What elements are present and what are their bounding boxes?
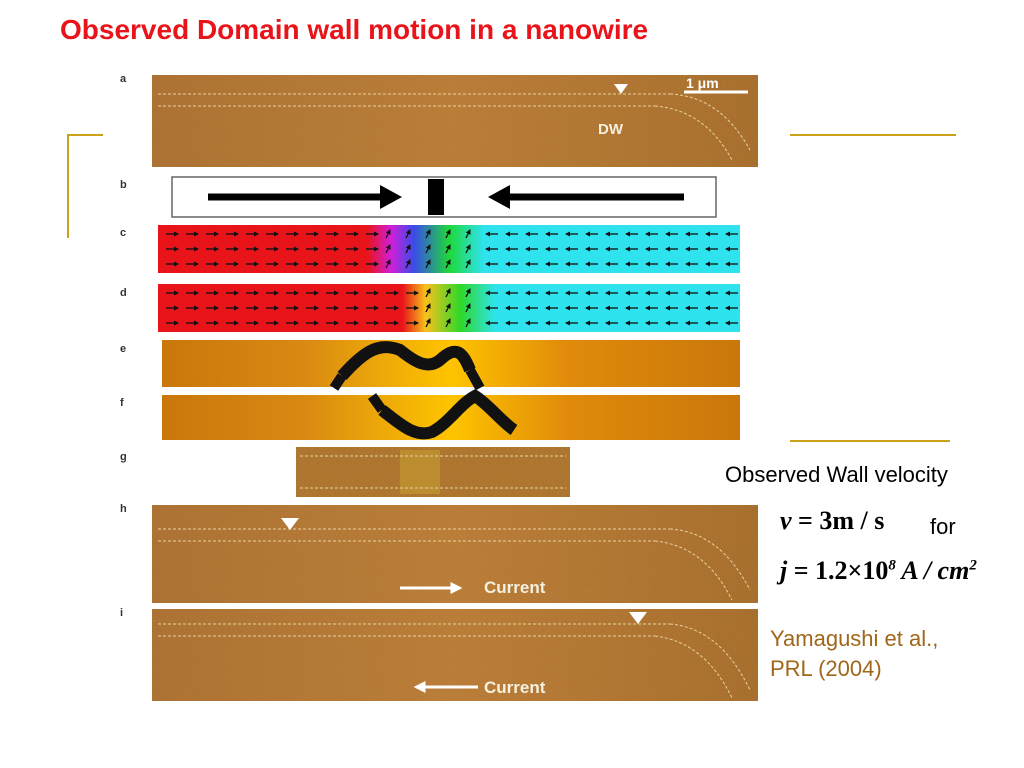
panel-letter-e: e xyxy=(120,343,126,355)
panel-d-arrows xyxy=(166,288,738,328)
magnetization-arrow xyxy=(445,259,451,269)
dw-label: DW xyxy=(598,121,624,138)
panel-d-simulation xyxy=(158,284,740,332)
accent-line-right-bottom xyxy=(790,440,950,442)
magnetization-arrow xyxy=(425,259,431,269)
panel-f-mfm-simulation xyxy=(162,389,740,440)
current-label-h: Current xyxy=(484,578,546,597)
current-density-equation: j = 1.2×108 A / cm2 xyxy=(780,556,977,586)
magnetization-arrow xyxy=(425,244,431,254)
magnetization-arrow xyxy=(385,259,391,269)
current-density-value: = 1.2×10 xyxy=(787,556,889,585)
magnetization-arrow xyxy=(465,244,471,254)
magnetization-arrow xyxy=(465,318,471,328)
magnetization-arrow xyxy=(385,229,391,239)
magnetization-arrow xyxy=(425,318,431,328)
panel-letter-c: c xyxy=(120,227,126,239)
velocity-heading: Observed Wall velocity xyxy=(725,462,948,487)
citation: Yamagushi et al., PRL (2004) xyxy=(770,624,938,684)
panel-i-mfm: Current xyxy=(152,609,758,701)
panel-c-simulation xyxy=(158,225,740,273)
panel-h-mfm: Current xyxy=(152,505,758,603)
panel-letter-i: i xyxy=(120,607,123,619)
magnetization-arrow xyxy=(425,303,431,313)
citation-line-2: PRL (2004) xyxy=(770,656,882,681)
dw-marker-h xyxy=(281,518,299,530)
velocity-equation: v = 3m / s xyxy=(780,506,884,536)
panel-letter-a: a xyxy=(120,73,127,85)
magnetization-arrow xyxy=(445,318,451,328)
panel-e-mfm-simulation xyxy=(162,340,740,391)
magnetization-arrow xyxy=(405,229,411,239)
magnetization-arrow xyxy=(425,229,431,239)
magnetization-arrow xyxy=(445,303,451,313)
magnetization-arrow xyxy=(405,259,411,269)
dw-marker-a xyxy=(614,84,628,94)
panel-letter-d: d xyxy=(120,287,127,299)
accent-line-left-horizontal xyxy=(67,134,103,136)
magnetization-arrow xyxy=(425,288,431,298)
magnetization-arrow xyxy=(465,303,471,313)
magnetization-arrow xyxy=(385,244,391,254)
accent-line-right-top xyxy=(790,134,956,136)
magnetization-arrow xyxy=(465,229,471,239)
magnetization-arrow xyxy=(405,244,411,254)
current-density-unit-exponent: 2 xyxy=(969,557,977,574)
citation-line-1: Yamagushi et al., xyxy=(770,626,939,651)
for-label: for xyxy=(930,514,956,539)
magnetization-arrow xyxy=(465,259,471,269)
figure: a b c d e f g h i DW 1 μm xyxy=(110,70,790,702)
panel-letter-h: h xyxy=(120,503,127,515)
current-density-symbol: j xyxy=(780,556,788,585)
panel-letter-g: g xyxy=(120,451,127,463)
magnetization-arrow xyxy=(465,288,471,298)
slide-title: Observed Domain wall motion in a nanowir… xyxy=(60,14,649,45)
panel-c-arrows xyxy=(166,229,738,269)
dw-marker-i xyxy=(629,612,647,624)
scale-bar-label: 1 μm xyxy=(686,75,719,91)
accent-line-left-vertical xyxy=(67,134,69,238)
panel-b-schematic xyxy=(171,176,717,218)
current-label-i: Current xyxy=(484,678,546,697)
current-density-unit: A / cm xyxy=(895,556,970,585)
panel-letter-f: f xyxy=(120,397,124,409)
figure-svg: a b c d e f g h i DW 1 μm xyxy=(120,73,758,701)
velocity-value: = 3m / s xyxy=(791,506,885,535)
magnetization-arrow xyxy=(445,229,451,239)
magnetization-arrow xyxy=(445,288,451,298)
current-density-exponent: 8 xyxy=(888,557,896,574)
magnetization-arrow xyxy=(445,244,451,254)
velocity-symbol: v xyxy=(780,506,792,535)
panel-letter-b: b xyxy=(120,179,127,191)
panel-a-mfm: DW 1 μm xyxy=(152,75,758,167)
panel-g-mfm-zoom xyxy=(296,447,570,497)
